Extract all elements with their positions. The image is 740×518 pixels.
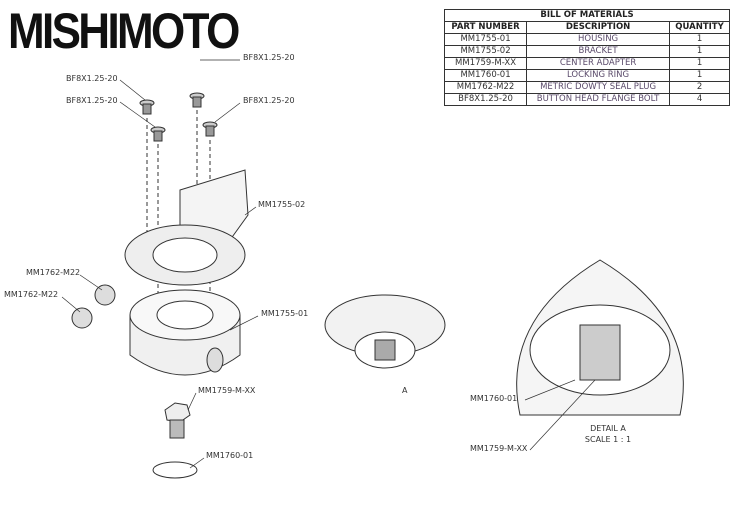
detail-a-view [516, 259, 684, 416]
callout-plug: MM1762-M22 [26, 268, 81, 277]
callout-ring: MM1760-01 [206, 451, 254, 460]
adapter-part [164, 402, 191, 439]
view-a-part [324, 294, 446, 369]
bolt-icon [139, 99, 155, 115]
callout-housing: MM1755-01 [261, 309, 309, 318]
bom-cell-part-number: BF8X1.25-20 [443, 93, 528, 106]
detail-scale: SCALE 1 : 1 [584, 435, 632, 444]
view-a-label: A [402, 386, 408, 395]
callout-adapter: MM1759-M-XX [198, 386, 256, 395]
bill-of-materials-table: BILL OF MATERIALS PART NUMBER DESCRIPTIO… [443, 9, 730, 106]
bom-cell-description: BUTTON HEAD FLANGE BOLT [526, 93, 671, 106]
detail-title: DETAIL A [590, 424, 626, 433]
bracket-part [124, 169, 249, 286]
bolt-icon [189, 92, 205, 108]
detail-callout-adapter: MM1759-M-XX [470, 444, 528, 453]
callout-bolt: BF8X1.25-20 [243, 96, 295, 105]
detail-callout-ring: MM1760-01 [470, 394, 518, 403]
bom-cell-quantity: 4 [669, 93, 730, 106]
plug-icon [71, 307, 93, 329]
mishimoto-logo: MISHIMOTO [8, 3, 240, 59]
bolt-icon [150, 126, 166, 142]
housing-part [129, 289, 241, 376]
callout-bolt: BF8X1.25-20 [243, 53, 295, 62]
callout-plug: MM1762-M22 [4, 290, 59, 299]
plug-icon [94, 284, 116, 306]
locking-ring [152, 461, 198, 479]
callout-bolt: BF8X1.25-20 [66, 74, 118, 83]
callout-bracket: MM1755-02 [258, 200, 306, 209]
bolt-icon [202, 121, 218, 137]
callout-bolt: BF8X1.25-20 [66, 96, 118, 105]
